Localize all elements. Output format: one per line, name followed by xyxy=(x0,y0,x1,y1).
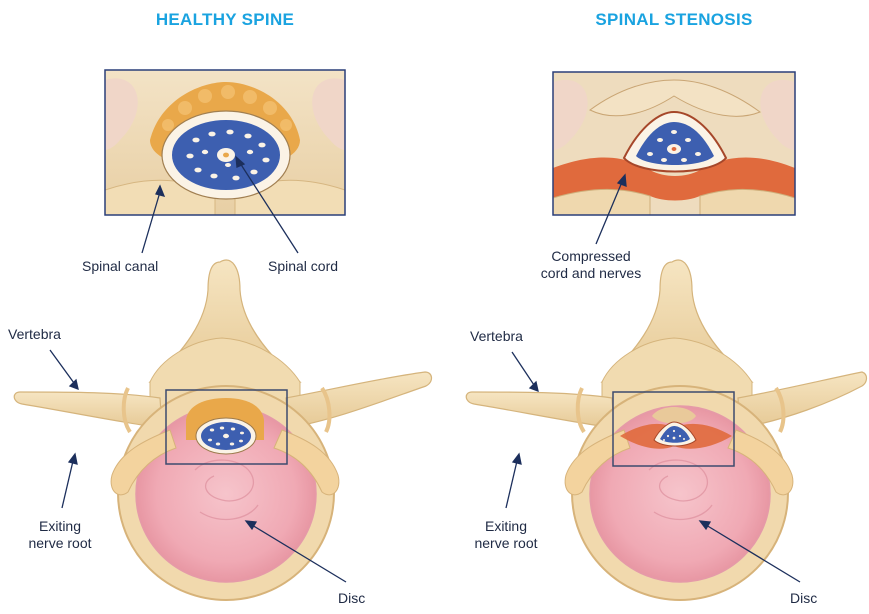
label-vertebra-left: Vertebra xyxy=(8,326,61,343)
stenosis-zoom-inset xyxy=(553,72,795,215)
label-disc-right: Disc xyxy=(790,590,817,607)
healthy-zoom-inset xyxy=(105,70,345,215)
arrowhead-nerve-root-right xyxy=(513,454,521,464)
label-vertebra-right: Vertebra xyxy=(470,328,523,345)
label-disc-left: Disc xyxy=(338,590,365,607)
healthy-spine-title: HEALTHY SPINE xyxy=(75,10,375,30)
label-exiting-nerve-root-left: Exiting nerve root xyxy=(8,518,112,552)
label-exiting-nerve-root-right: Exiting nerve root xyxy=(454,518,558,552)
leader-vertebra-left xyxy=(50,350,74,383)
label-spinal-cord: Spinal cord xyxy=(268,258,338,275)
arrowhead-vertebra-left xyxy=(70,380,78,389)
label-compressed-cord-and-nerves: Compressed cord and nerves xyxy=(516,248,666,282)
leader-nerve-root-right xyxy=(506,461,517,508)
leader-vertebra-right xyxy=(512,352,534,385)
arrowhead-nerve-root-left xyxy=(69,454,77,464)
arrowhead-vertebra-right xyxy=(530,382,538,391)
label-spinal-canal: Spinal canal xyxy=(82,258,158,275)
leader-nerve-root-left xyxy=(62,461,73,508)
spinal-stenosis-title: SPINAL STENOSIS xyxy=(524,10,824,30)
